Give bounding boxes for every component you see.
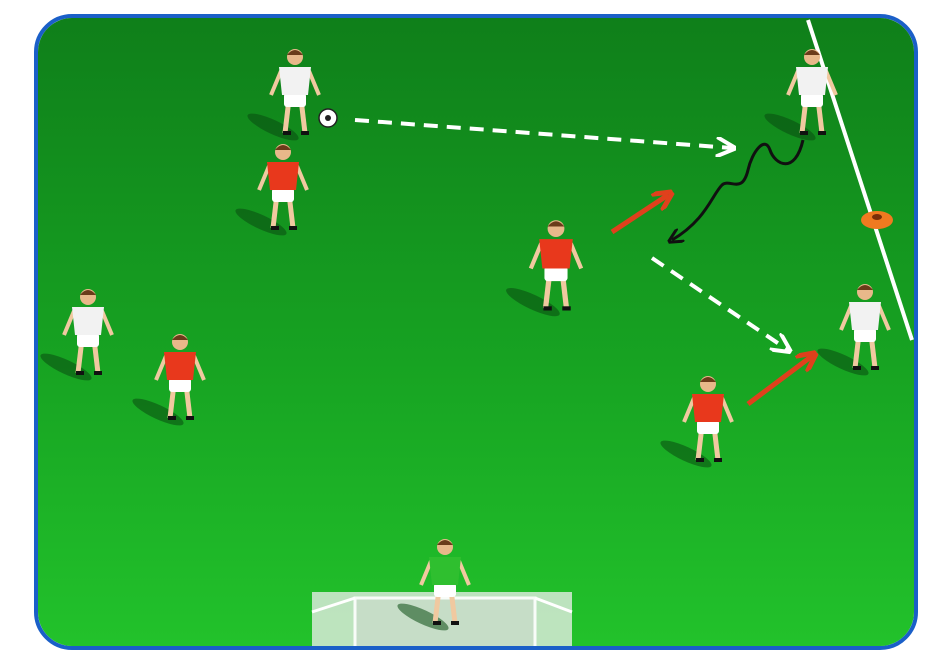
player-white-1 (247, 49, 321, 141)
player-white-4 (817, 284, 891, 376)
pass-arrow-1 (354, 118, 732, 148)
run-arrow-2 (746, 356, 812, 406)
player-white-2 (764, 49, 838, 141)
player-red-1 (235, 144, 309, 236)
soccer-ball-icon (318, 108, 338, 128)
dribble-path (672, 139, 805, 240)
cone-icon (861, 211, 893, 229)
diagram-frame (34, 14, 918, 650)
players-layer (40, 49, 891, 631)
player-red-3 (132, 334, 206, 426)
run-arrow-1 (610, 195, 668, 235)
goal-icon (311, 592, 573, 646)
player-red-4 (660, 376, 734, 468)
player-white-3 (40, 289, 114, 381)
pass-arrow-2 (650, 256, 788, 350)
pitch (38, 18, 914, 646)
field-diagram (40, 19, 914, 646)
player-keeper (397, 539, 471, 631)
player-red-2 (506, 220, 584, 317)
